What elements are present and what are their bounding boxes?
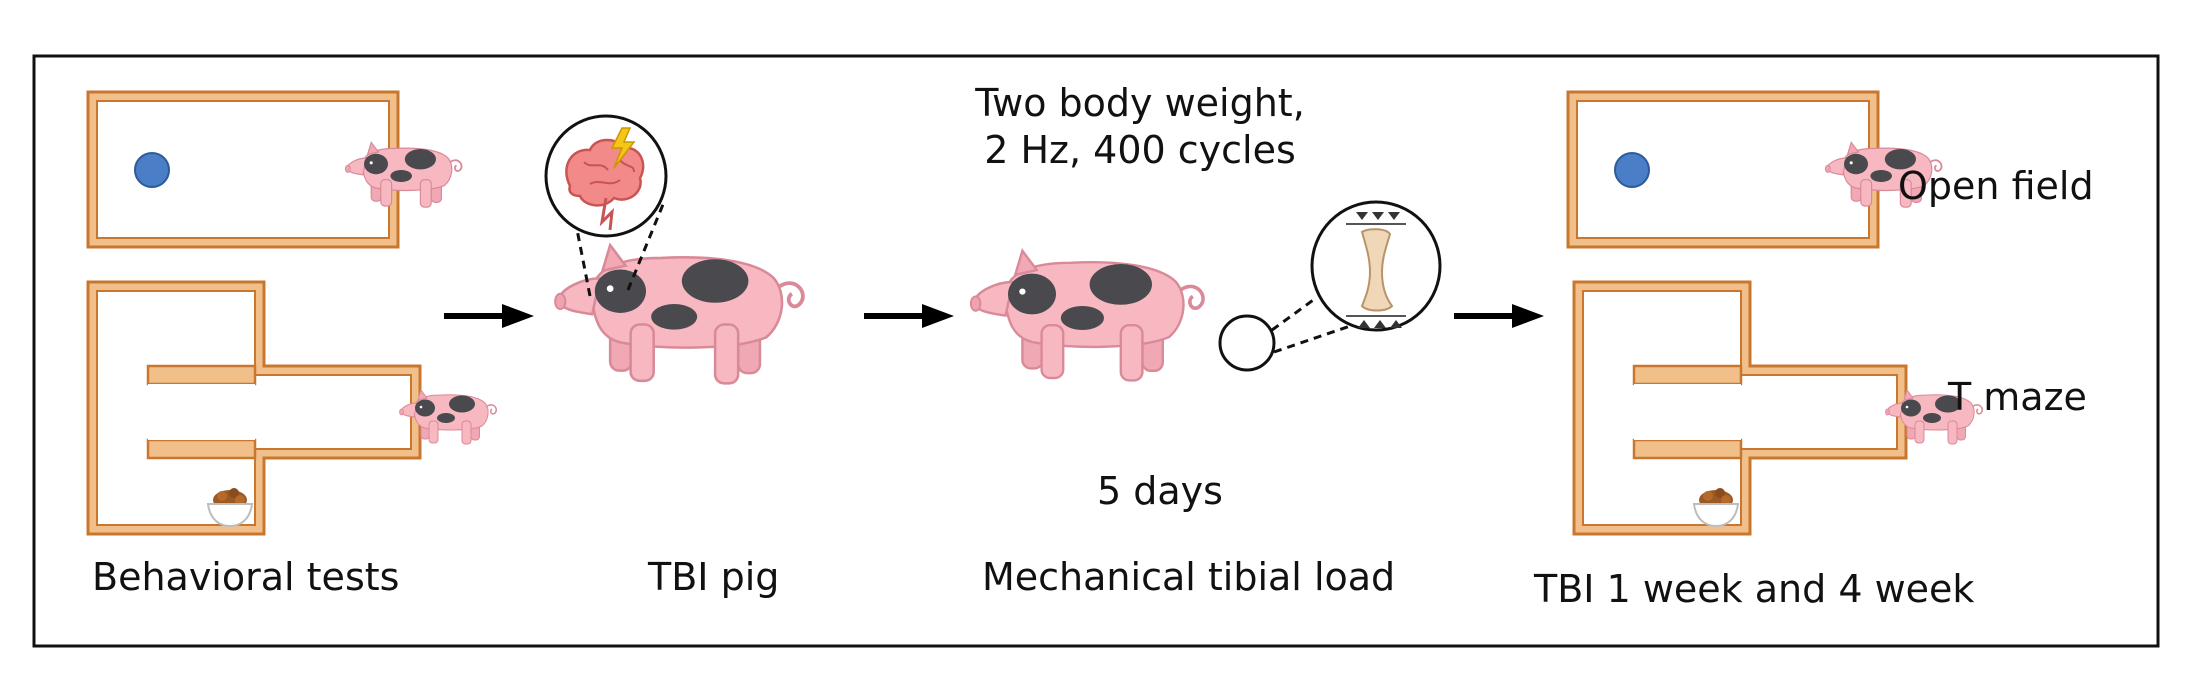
loaded-pig-illustration	[968, 200, 1442, 383]
label-load-params-line1: Two body weight,	[975, 81, 1305, 125]
label-open-field: Open field	[1898, 164, 2094, 208]
label-t-maze: T maze	[1948, 375, 2087, 419]
label-duration: 5 days	[1097, 469, 1223, 513]
label-load-params-line2: 2 Hz, 400 cycles	[984, 128, 1296, 172]
tibia-bone-icon	[1346, 212, 1406, 328]
label-tbi-pig: TBI pig	[648, 555, 780, 599]
brain-lightning-icon	[565, 127, 645, 231]
label-behavioral-tests: Behavioral tests	[92, 555, 400, 599]
tbi-pig-illustration	[544, 114, 805, 386]
label-mechanical-tibial-load: Mechanical tibial load	[982, 555, 1396, 599]
label-timepoints: TBI 1 week and 4 week	[1534, 567, 1975, 611]
tibia-highlight-circle	[1218, 314, 1276, 372]
